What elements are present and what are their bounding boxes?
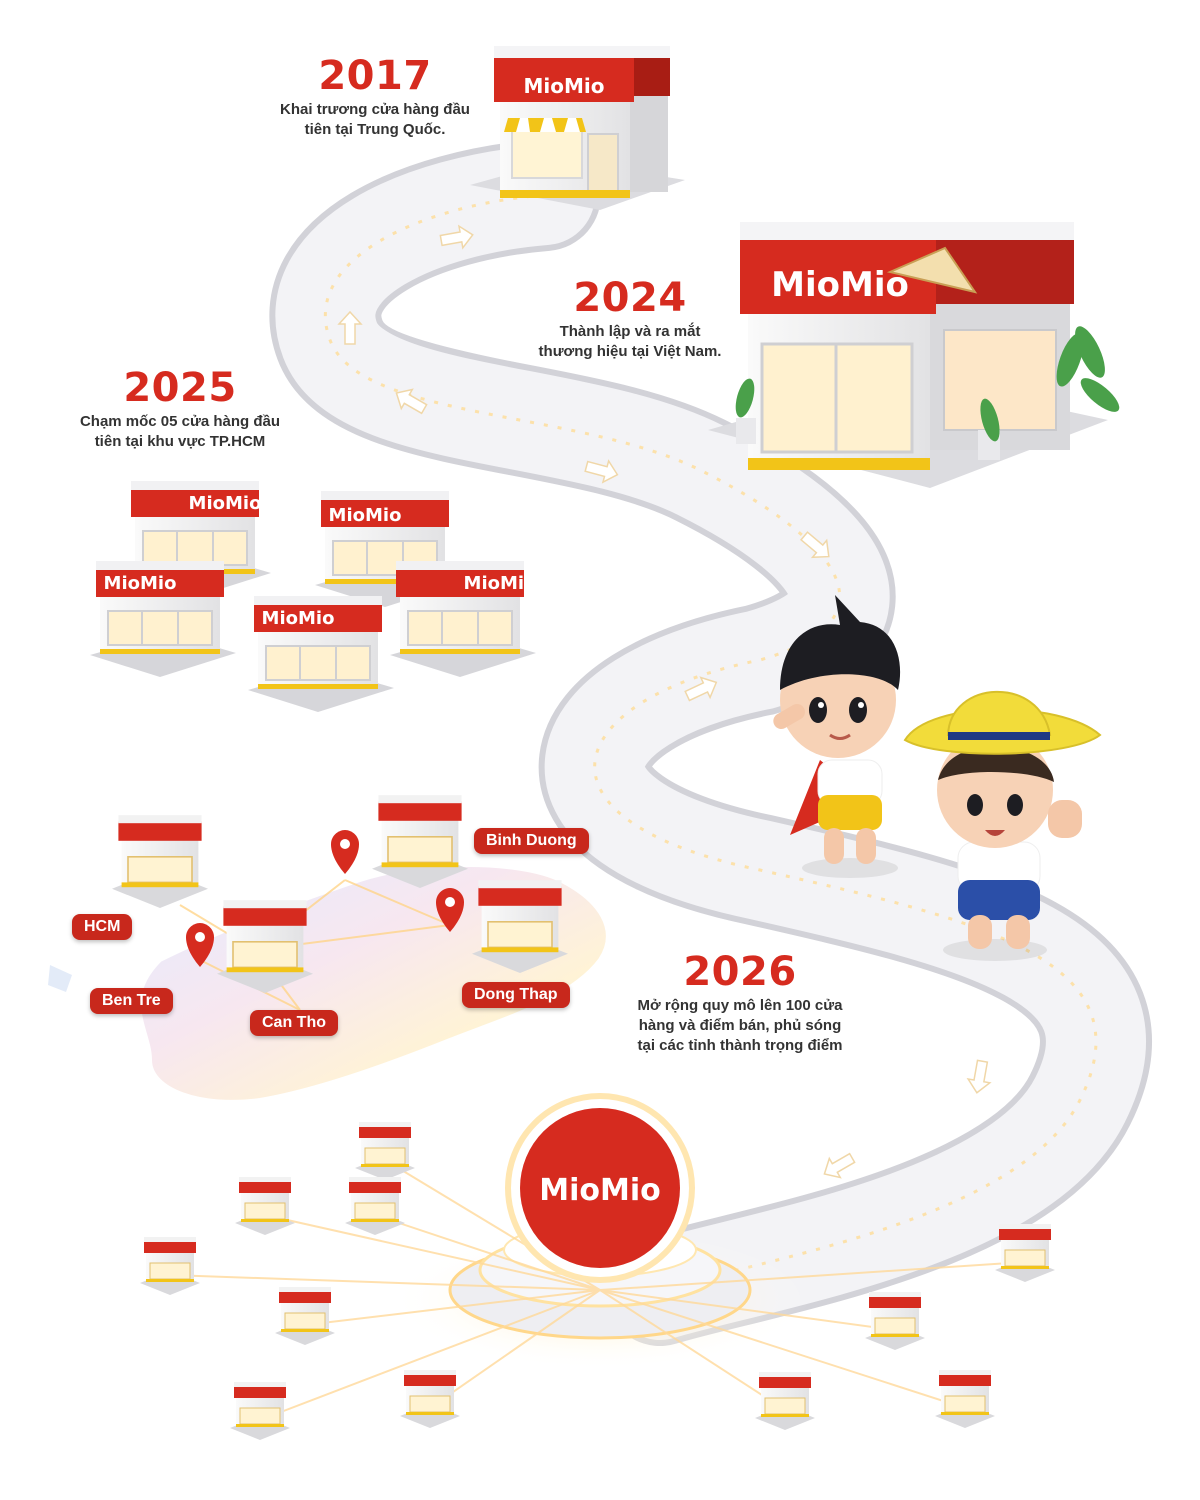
description-line: Khai trương cửa hàng đầu bbox=[280, 101, 470, 118]
milestone-description: Thành lập và ra mắt thương hiệu tại Việt… bbox=[500, 322, 760, 362]
hero-mascot bbox=[773, 595, 901, 878]
map-pin-icon bbox=[331, 830, 359, 874]
milestone-year: 2025 bbox=[123, 365, 237, 411]
milestone-description: Mở rộng quy mô lên 100 cửa hàng và điểm … bbox=[580, 996, 900, 1056]
arrow-icon bbox=[584, 459, 619, 484]
store-2024: MioMio bbox=[708, 222, 1120, 488]
city-tag-ben-tre: Ben Tre bbox=[90, 988, 173, 1014]
milestone-2017: 2017 Khai trương cửa hàng đầu tiên tại T… bbox=[255, 54, 495, 140]
store-sign-text: MioMio bbox=[104, 573, 177, 594]
network-lines bbox=[169, 1159, 1026, 1421]
arrow-icon bbox=[395, 388, 428, 415]
arrow-icon bbox=[800, 531, 830, 559]
arrow-icon bbox=[823, 1152, 856, 1179]
store-cluster-2025: MioMio MioMio MioMio MioMio MioMio bbox=[89, 480, 537, 713]
store-sign-text: MioMio bbox=[771, 265, 909, 305]
arrow-icon bbox=[966, 1059, 992, 1094]
description-line: hàng và điểm bán, phủ sóng bbox=[638, 1017, 842, 1034]
hub-logo-text: MioMio bbox=[539, 1173, 661, 1208]
description-line: Chạm mốc 05 cửa hàng đầu bbox=[79, 413, 281, 430]
city-tag-can-tho: Can Tho bbox=[250, 1010, 338, 1036]
store-sign-text: MioMio bbox=[524, 74, 605, 98]
milestone-2025: 2025 Chạm mốc 05 cửa hàng đầu tiên tại k… bbox=[40, 366, 320, 452]
milestone-2024: 2024 Thành lập và ra mắt thương hiệu tại… bbox=[500, 276, 760, 362]
milestone-2026: 2026 Mở rộng quy mô lên 100 cửa hàng và … bbox=[580, 950, 900, 1056]
map-pin-icon bbox=[436, 888, 464, 932]
plant-icon bbox=[735, 326, 1120, 460]
description-line: Mở rộng quy mô lên 100 cửa bbox=[637, 997, 843, 1014]
hub-badge: MioMio bbox=[505, 1093, 695, 1283]
milestone-description: Chạm mốc 05 cửa hàng đầu tiên tại khu vự… bbox=[40, 412, 320, 452]
milestone-year: 2026 bbox=[683, 949, 797, 995]
road-arrows bbox=[337, 224, 992, 1179]
milestone-year: 2024 bbox=[573, 275, 687, 321]
milestone-description: Khai trương cửa hàng đầu tiên tại Trung … bbox=[255, 100, 495, 140]
description-line: Thành lập và ra mắt bbox=[559, 323, 701, 340]
arrow-icon bbox=[439, 224, 474, 250]
description-line: tiên tại khu vực TP.HCM bbox=[94, 433, 266, 450]
city-tag-dong-thap: Dong Thap bbox=[462, 982, 570, 1008]
conical-hat-icon bbox=[886, 246, 978, 294]
store-sign-text: MioMio bbox=[464, 573, 537, 594]
city-tag-hcm: HCM bbox=[72, 914, 133, 940]
winding-road bbox=[269, 139, 1152, 1346]
arrow-icon bbox=[337, 310, 363, 345]
arrow-icon bbox=[684, 676, 718, 702]
description-line: thương hiệu tại Việt Nam. bbox=[538, 343, 722, 360]
farmer-mascot bbox=[903, 690, 1102, 961]
store-sign-text: MioMio bbox=[189, 493, 262, 514]
map-pin-icon bbox=[186, 923, 214, 967]
description-line: tại các tỉnh thành trọng điểm bbox=[637, 1037, 843, 1054]
city-tag-binh-duong: Binh Duong bbox=[474, 828, 589, 854]
store-2017: MioMio bbox=[470, 46, 685, 210]
store-sign-text: MioMio bbox=[329, 505, 402, 526]
description-line: tiên tại Trung Quốc. bbox=[304, 121, 446, 138]
store-sign-text: MioMio bbox=[262, 608, 335, 629]
milestone-year: 2017 bbox=[318, 53, 432, 99]
